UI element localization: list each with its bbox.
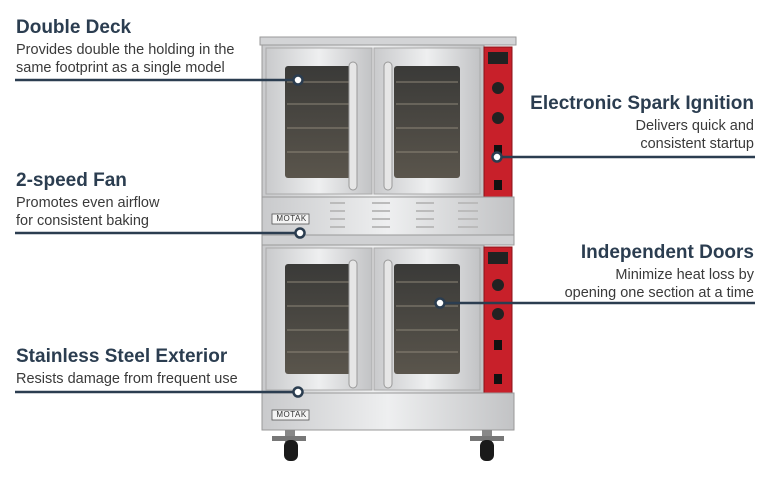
brand-logo-text-lower: MOTAK bbox=[276, 410, 307, 419]
feature-title: Electronic Spark Ignition bbox=[530, 93, 754, 114]
feature-description: Resists damage from frequent use bbox=[16, 371, 238, 387]
feature-title: Stainless Steel Exterior bbox=[16, 346, 228, 367]
brand-logo-lower bbox=[271, 409, 310, 421]
feature-stainless-steel: Stainless Steel Exterior Resists damage … bbox=[16, 346, 238, 388]
feature-title: Double Deck bbox=[16, 17, 132, 38]
feature-spark-ignition: Electronic Spark Ignition Delivers quick… bbox=[530, 93, 754, 153]
feature-title: Independent Doors bbox=[580, 242, 754, 263]
lower-deck bbox=[261, 244, 513, 394]
leader-lines bbox=[15, 74, 755, 398]
feature-title: 2-speed Fan bbox=[16, 170, 127, 191]
feature-double-deck: Double Deck Provides double the holding … bbox=[16, 17, 234, 77]
brand-logo-text-upper: MOTAK bbox=[276, 214, 307, 223]
upper-deck bbox=[261, 44, 513, 198]
brand-logo-upper bbox=[271, 213, 310, 225]
